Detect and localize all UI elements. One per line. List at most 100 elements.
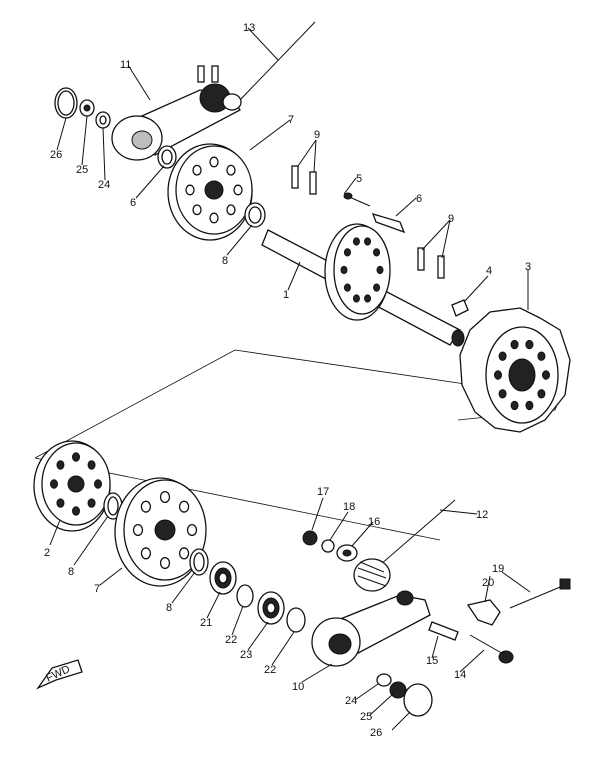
hub-hole: [376, 265, 384, 275]
callout-24-lower: 24: [345, 695, 357, 707]
sprocket-hole: [525, 400, 534, 411]
part-15-sleeve: [428, 621, 459, 641]
part-25-nut-lower: [389, 681, 407, 699]
plate-hole: [94, 479, 102, 489]
part-6-spacer-upper: [157, 145, 177, 169]
callout-7-upper: 7: [288, 114, 294, 126]
part-7-wheel-upper: [167, 143, 253, 241]
part-9-pins-upper: [291, 165, 317, 195]
part-23-bearing: [257, 591, 285, 625]
callout-17: 17: [317, 486, 329, 498]
callout-8-lower: 8: [68, 566, 74, 578]
part-10-idler-arm: [311, 590, 431, 667]
callout-6-upper: 6: [130, 197, 136, 209]
callout-12: 12: [476, 509, 488, 521]
part-5-bolt: [343, 192, 371, 207]
wheel-hole: [192, 164, 202, 176]
sprocket-hole: [494, 370, 502, 380]
plate-hole: [72, 506, 80, 516]
wheel-hole: [226, 204, 236, 216]
part-9-pins-right: [417, 247, 445, 279]
callout-22-a: 22: [225, 634, 237, 646]
part-24-collar-top: [95, 111, 111, 129]
wheel-hole: [209, 212, 219, 224]
callout-labels: 13 11 26 25 24 6 7 9 8 5 6 9 1 4 3 2 8 7…: [44, 22, 531, 739]
part-21-bearing: [209, 561, 237, 595]
callout-6-clip: 6: [416, 193, 422, 205]
part-16-spring: [353, 558, 391, 592]
hub-hole: [352, 237, 360, 246]
part-20-bracket: [466, 599, 501, 626]
hub-hole: [343, 248, 351, 257]
part-1-axle: [261, 223, 465, 347]
part-18-washer: [321, 539, 335, 553]
part-14-bolt: [469, 634, 514, 664]
hub-hole: [340, 265, 348, 275]
sprocket-hole: [498, 389, 507, 399]
callout-10: 10: [292, 681, 304, 693]
callout-18: 18: [343, 501, 355, 513]
callout-20: 20: [482, 577, 494, 589]
hub-hole: [373, 283, 381, 292]
callout-4: 4: [486, 265, 492, 277]
wheel-hole: [186, 523, 198, 537]
part-3-sprocket: [459, 307, 571, 433]
callout-26-lower: 26: [370, 727, 382, 739]
sprocket-hole: [498, 351, 507, 361]
callout-8-lower-2: 8: [166, 602, 172, 614]
part-22-circlip-b: [286, 607, 306, 633]
part-24-collar-lower: [376, 673, 392, 687]
hub-hole: [352, 294, 360, 303]
part-8-ring-lower-2: [189, 548, 209, 576]
wheel-hole: [140, 500, 152, 513]
plate-hole: [50, 479, 58, 489]
part-11-idler-arm: [111, 65, 242, 161]
callout-26-top: 26: [50, 149, 62, 161]
wheel-hole: [233, 184, 243, 196]
part-26-cap-lower: [403, 683, 433, 717]
callout-9-upper: 9: [314, 129, 320, 141]
part-12-rod: [379, 499, 456, 566]
wheel-hole: [178, 547, 190, 560]
part-22-circlip-a: [236, 584, 254, 608]
callout-13: 13: [243, 22, 255, 34]
callout-14: 14: [454, 669, 466, 681]
wheel-hole: [159, 490, 171, 504]
part-16-seat: [336, 544, 358, 562]
wheel-hole: [192, 204, 202, 216]
part-19-long-bolt: [509, 578, 571, 609]
callout-23: 23: [240, 649, 252, 661]
sprocket-hole: [542, 370, 550, 380]
callout-5: 5: [356, 173, 362, 185]
part-25-washer-top: [79, 99, 95, 117]
sprocket-hole: [525, 339, 534, 350]
leader-lines: [49, 27, 531, 731]
wheel-hole: [159, 556, 171, 570]
callout-11: 11: [120, 59, 131, 71]
plate-hole: [87, 460, 96, 470]
wheel-hole: [132, 523, 144, 537]
callout-9-right: 9: [448, 213, 454, 225]
callout-19: 19: [492, 563, 504, 575]
hub-hole: [373, 248, 381, 257]
part-13-rod: [239, 21, 316, 101]
wheel-hole: [178, 500, 190, 513]
callout-15: 15: [426, 655, 438, 667]
plate-hole: [56, 498, 65, 508]
part-8-ring-upper: [244, 202, 266, 228]
callout-1: 1: [283, 289, 289, 301]
part-4-bushing: [451, 299, 469, 317]
hub-hole: [364, 237, 372, 246]
callout-3: 3: [525, 261, 531, 273]
callout-25-lower: 25: [360, 711, 372, 723]
part-26-snap-ring-top: [54, 87, 78, 119]
fwd-arrow-icon: FWD: [36, 659, 83, 690]
part-2-hub-plate: [33, 440, 111, 532]
part-6-clip: [371, 213, 406, 234]
plate-hole: [56, 460, 65, 470]
callout-22-b: 22: [264, 664, 276, 676]
wheel-hole: [209, 156, 219, 168]
callout-25-top: 25: [76, 164, 88, 176]
callout-2: 2: [44, 547, 50, 559]
